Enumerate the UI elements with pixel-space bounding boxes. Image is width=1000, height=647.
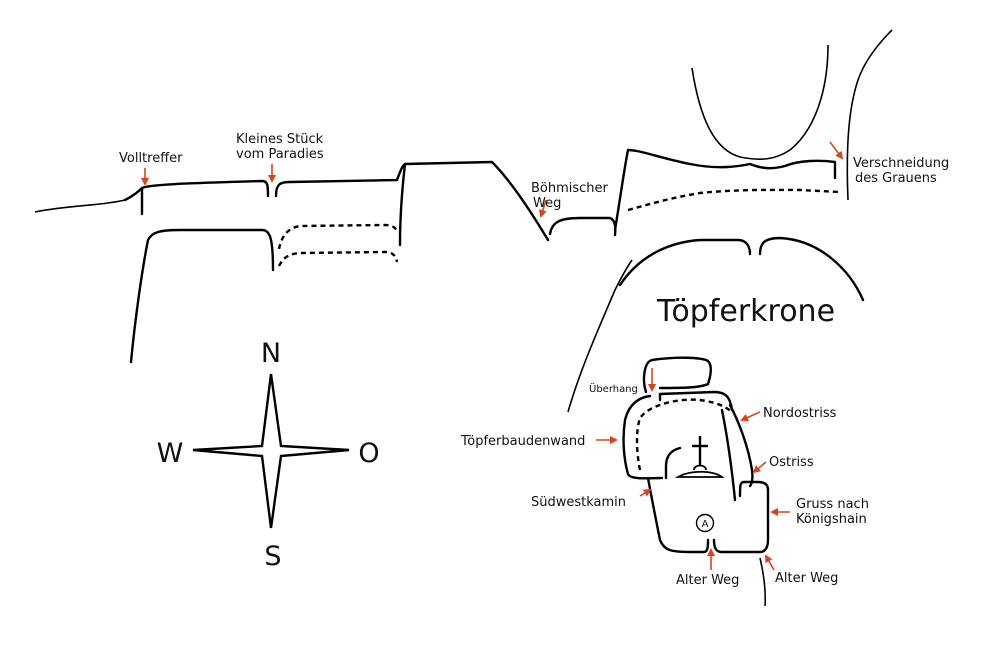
marker-a: A — [695, 513, 715, 533]
krone-bowl — [691, 44, 829, 160]
summit-southwest-wall — [646, 476, 710, 554]
summit-ostriss-line — [720, 408, 737, 502]
label-kleines-stueck-2: vom Paradies — [236, 147, 324, 162]
label-verschneidung-1: Verschneidung — [853, 156, 949, 171]
boehmischer-weg-ledge — [548, 216, 617, 237]
compass-west: W — [157, 438, 184, 469]
label-kleines-stueck-1: Kleines Stück — [236, 132, 324, 147]
ground-line — [34, 199, 126, 213]
rock-vertical-left — [398, 162, 407, 247]
dashed-ledge-upper — [277, 223, 399, 250]
arrow-suedwestkamin — [639, 488, 652, 497]
alter-weg-path — [759, 557, 767, 607]
summit-west-wall — [622, 394, 664, 480]
label-ostriss: Ostriss — [769, 455, 814, 470]
dashed-ledge-lower — [277, 250, 399, 267]
label-verschneidung-2: des Grauens — [855, 171, 937, 186]
krone-dashed-band — [627, 188, 841, 212]
rock-outline-volltreffer — [123, 179, 270, 216]
arrow-verschneidung — [829, 141, 844, 160]
label-topferkrone: Töpferkrone — [656, 294, 835, 329]
summit-south-east — [712, 480, 770, 554]
label-suedwestkamin: Südwestkamin — [531, 495, 626, 510]
label-alter-weg-2: Alter Weg — [775, 571, 838, 586]
krone-top-ledge — [613, 148, 837, 232]
compass-east: O — [358, 438, 379, 469]
summit-cross-icon — [692, 436, 708, 466]
label-ueberhang: Überhang — [589, 382, 638, 395]
label-gruss-2: Königshain — [796, 512, 867, 527]
label-boehmischer-1: Böhmischer — [531, 181, 609, 196]
label-volltreffer: Volltreffer — [119, 151, 183, 166]
compass-north: N — [261, 338, 281, 369]
route-arrows — [141, 141, 844, 571]
ueberhang-roof — [642, 356, 712, 394]
krone-long-flank — [567, 259, 633, 413]
arrow-ostriss — [752, 461, 767, 474]
arrow-nordostriss — [740, 411, 761, 422]
compass-south: S — [264, 541, 281, 572]
compass-rose-icon: N S W O — [157, 338, 380, 572]
label-gruss-1: Gruss nach — [796, 497, 869, 512]
label-alter-weg-1: Alter Weg — [676, 573, 739, 588]
arrow-boehmischer-weg — [538, 199, 547, 218]
topferkrone-massif — [567, 29, 893, 413]
label-topferbaudenwand: Töpferbaudenwand — [460, 434, 585, 449]
krone-lower-right-arc — [758, 236, 865, 302]
svg-text:A: A — [702, 519, 709, 530]
krone-right-edge — [846, 29, 893, 201]
label-nordostriss: Nordostriss — [763, 406, 837, 421]
left-massif — [34, 160, 550, 364]
krone-lower-left-arc — [618, 238, 752, 287]
label-boehmischer-2: Weg — [533, 196, 561, 211]
rock-lower-left — [129, 228, 275, 364]
summit-plan-view — [622, 356, 770, 607]
arrow-alter-weg-2 — [765, 554, 775, 571]
summit-book-icon — [674, 464, 725, 478]
rock-outline-upper-right — [274, 160, 550, 242]
summit-inner-block — [664, 446, 682, 480]
summit-dashed-inner — [635, 398, 733, 471]
route-labels: Volltreffer Kleines Stück vom Paradies B… — [119, 132, 949, 588]
summit-outline-top — [658, 390, 734, 412]
